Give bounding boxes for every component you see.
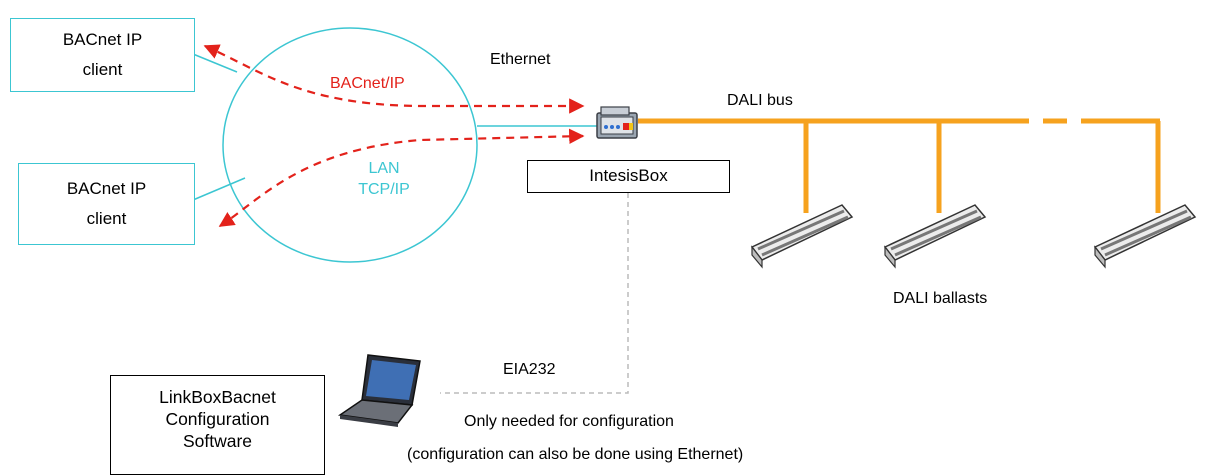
client-box-2: BACnet IP client	[18, 163, 195, 245]
config-note: Only needed for configuration	[464, 413, 674, 430]
lan-ellipse	[222, 27, 478, 263]
lan-line2: TCP/IP	[358, 181, 410, 198]
serial-label: EIA232	[503, 361, 556, 378]
client2-line2: client	[86, 209, 127, 228]
dali-bus-label: DALI bus	[727, 92, 793, 109]
serial-line	[440, 193, 629, 394]
software-line2: Configuration	[165, 409, 270, 429]
gateway-box: IntesisBox	[527, 160, 730, 193]
bacnet-arrow-bottom	[218, 128, 585, 227]
laptop-icon	[337, 354, 421, 427]
gateway-label: IntesisBox	[589, 166, 668, 185]
software-box: LinkBoxBacnet Configuration Software	[110, 375, 325, 475]
client1-line2: client	[82, 60, 123, 79]
client2-line1: BACnet IP	[66, 179, 147, 198]
client1-connector	[192, 53, 238, 73]
bacnet-arrow-top	[203, 44, 585, 114]
ballasts-label: DALI ballasts	[893, 290, 988, 307]
lan-label: LAN TCP/IP	[352, 158, 416, 200]
client1-line1: BACnet IP	[62, 30, 143, 49]
client2-connector	[192, 177, 246, 201]
ballast-fixture-3	[1093, 204, 1197, 269]
software-line3: Software	[182, 431, 253, 451]
client-box-1: BACnet IP client	[10, 18, 195, 92]
ballast-fixture-2	[883, 204, 987, 269]
software-line1: LinkBoxBacnet	[159, 387, 276, 407]
protocol-label: BACnet/IP	[330, 75, 405, 92]
config-note-2: (configuration can also be done using Et…	[407, 446, 744, 463]
ethernet-label: Ethernet	[490, 51, 551, 68]
lan-line1: LAN	[368, 160, 400, 177]
ballast-fixture-1	[750, 204, 854, 269]
gateway-device-icon	[596, 106, 638, 139]
